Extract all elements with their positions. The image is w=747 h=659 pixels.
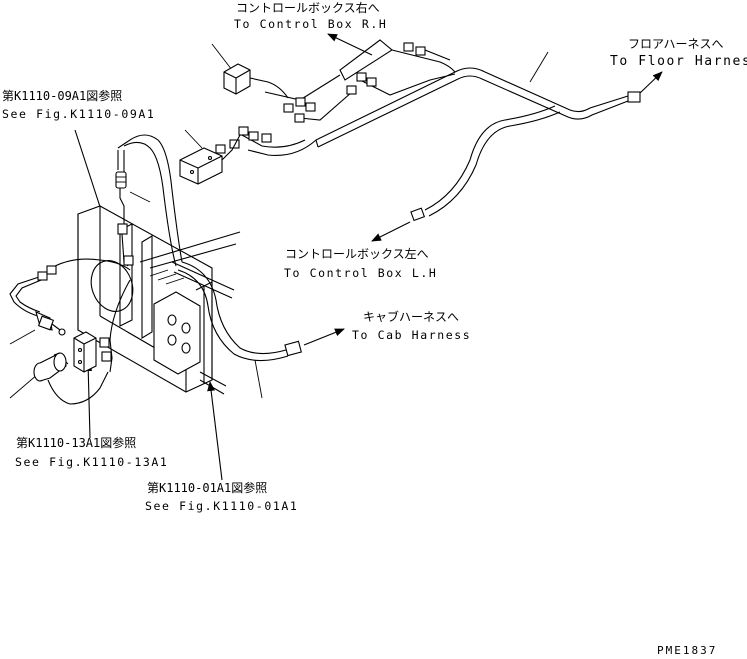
control-box-rh-label-jp: コントロールボックス右へ xyxy=(236,0,380,15)
leader-cab-harness xyxy=(254,359,263,399)
connector-cluster-rh xyxy=(215,39,456,156)
fig-0901-label-en: See Fig.K1110-09A1 xyxy=(2,107,155,121)
leader-relay-top xyxy=(211,43,233,71)
cab-harness-label-jp: キャブハーネスへ xyxy=(363,309,459,324)
switch-box xyxy=(73,331,97,373)
mounting-panel xyxy=(77,205,241,395)
fig-0101-label-en: See Fig.K1110-01A1 xyxy=(145,499,298,513)
arrow-fig-1301 xyxy=(84,361,93,439)
control-box-lh-label-en: To Control Box L.H xyxy=(284,266,437,280)
arrow-fig-0101 xyxy=(207,381,223,481)
fig-1301-label-jp: 第K1110-13A1図参照 xyxy=(16,435,136,450)
relay-top xyxy=(223,63,289,99)
switch-harness xyxy=(47,279,131,405)
vertical-harness xyxy=(115,134,183,267)
fig-0901-label-jp: 第K1110-09A1図参照 xyxy=(2,88,122,103)
cab-harness xyxy=(177,261,302,362)
arrow-to-floor-harness xyxy=(639,71,663,94)
floor-harness-label-jp: フロアハーネスへ xyxy=(628,37,724,51)
fig-1301-label-en: See Fig.K1110-13A1 xyxy=(15,455,168,469)
fig-0101-label-jp: 第K1110-01A1図参照 xyxy=(147,480,267,495)
leader-switch xyxy=(9,373,39,399)
main-harness-trunk xyxy=(315,67,641,222)
control-box-rh-label-en: To Control Box R.H xyxy=(234,17,387,31)
leader-bracket xyxy=(129,191,151,203)
left-sensor-harness xyxy=(9,258,131,336)
arrow-to-control-box-lh xyxy=(371,221,411,242)
cab-harness-label-en: To Cab Harness xyxy=(352,328,471,342)
drawing-code: PME1837 xyxy=(657,644,717,657)
floor-harness-label-en: To Floor Harness xyxy=(610,54,747,69)
pressure-switch xyxy=(33,352,69,382)
arrow-to-cab-harness xyxy=(303,328,345,346)
relay-box xyxy=(179,134,241,185)
leader-relay-box xyxy=(184,129,203,149)
arrow-to-control-box-rh xyxy=(327,33,373,56)
leader-floor-harness xyxy=(529,51,549,83)
control-box-lh-label-jp: コントロールボックス左へ xyxy=(285,246,429,261)
leader-left-harness xyxy=(9,329,36,345)
